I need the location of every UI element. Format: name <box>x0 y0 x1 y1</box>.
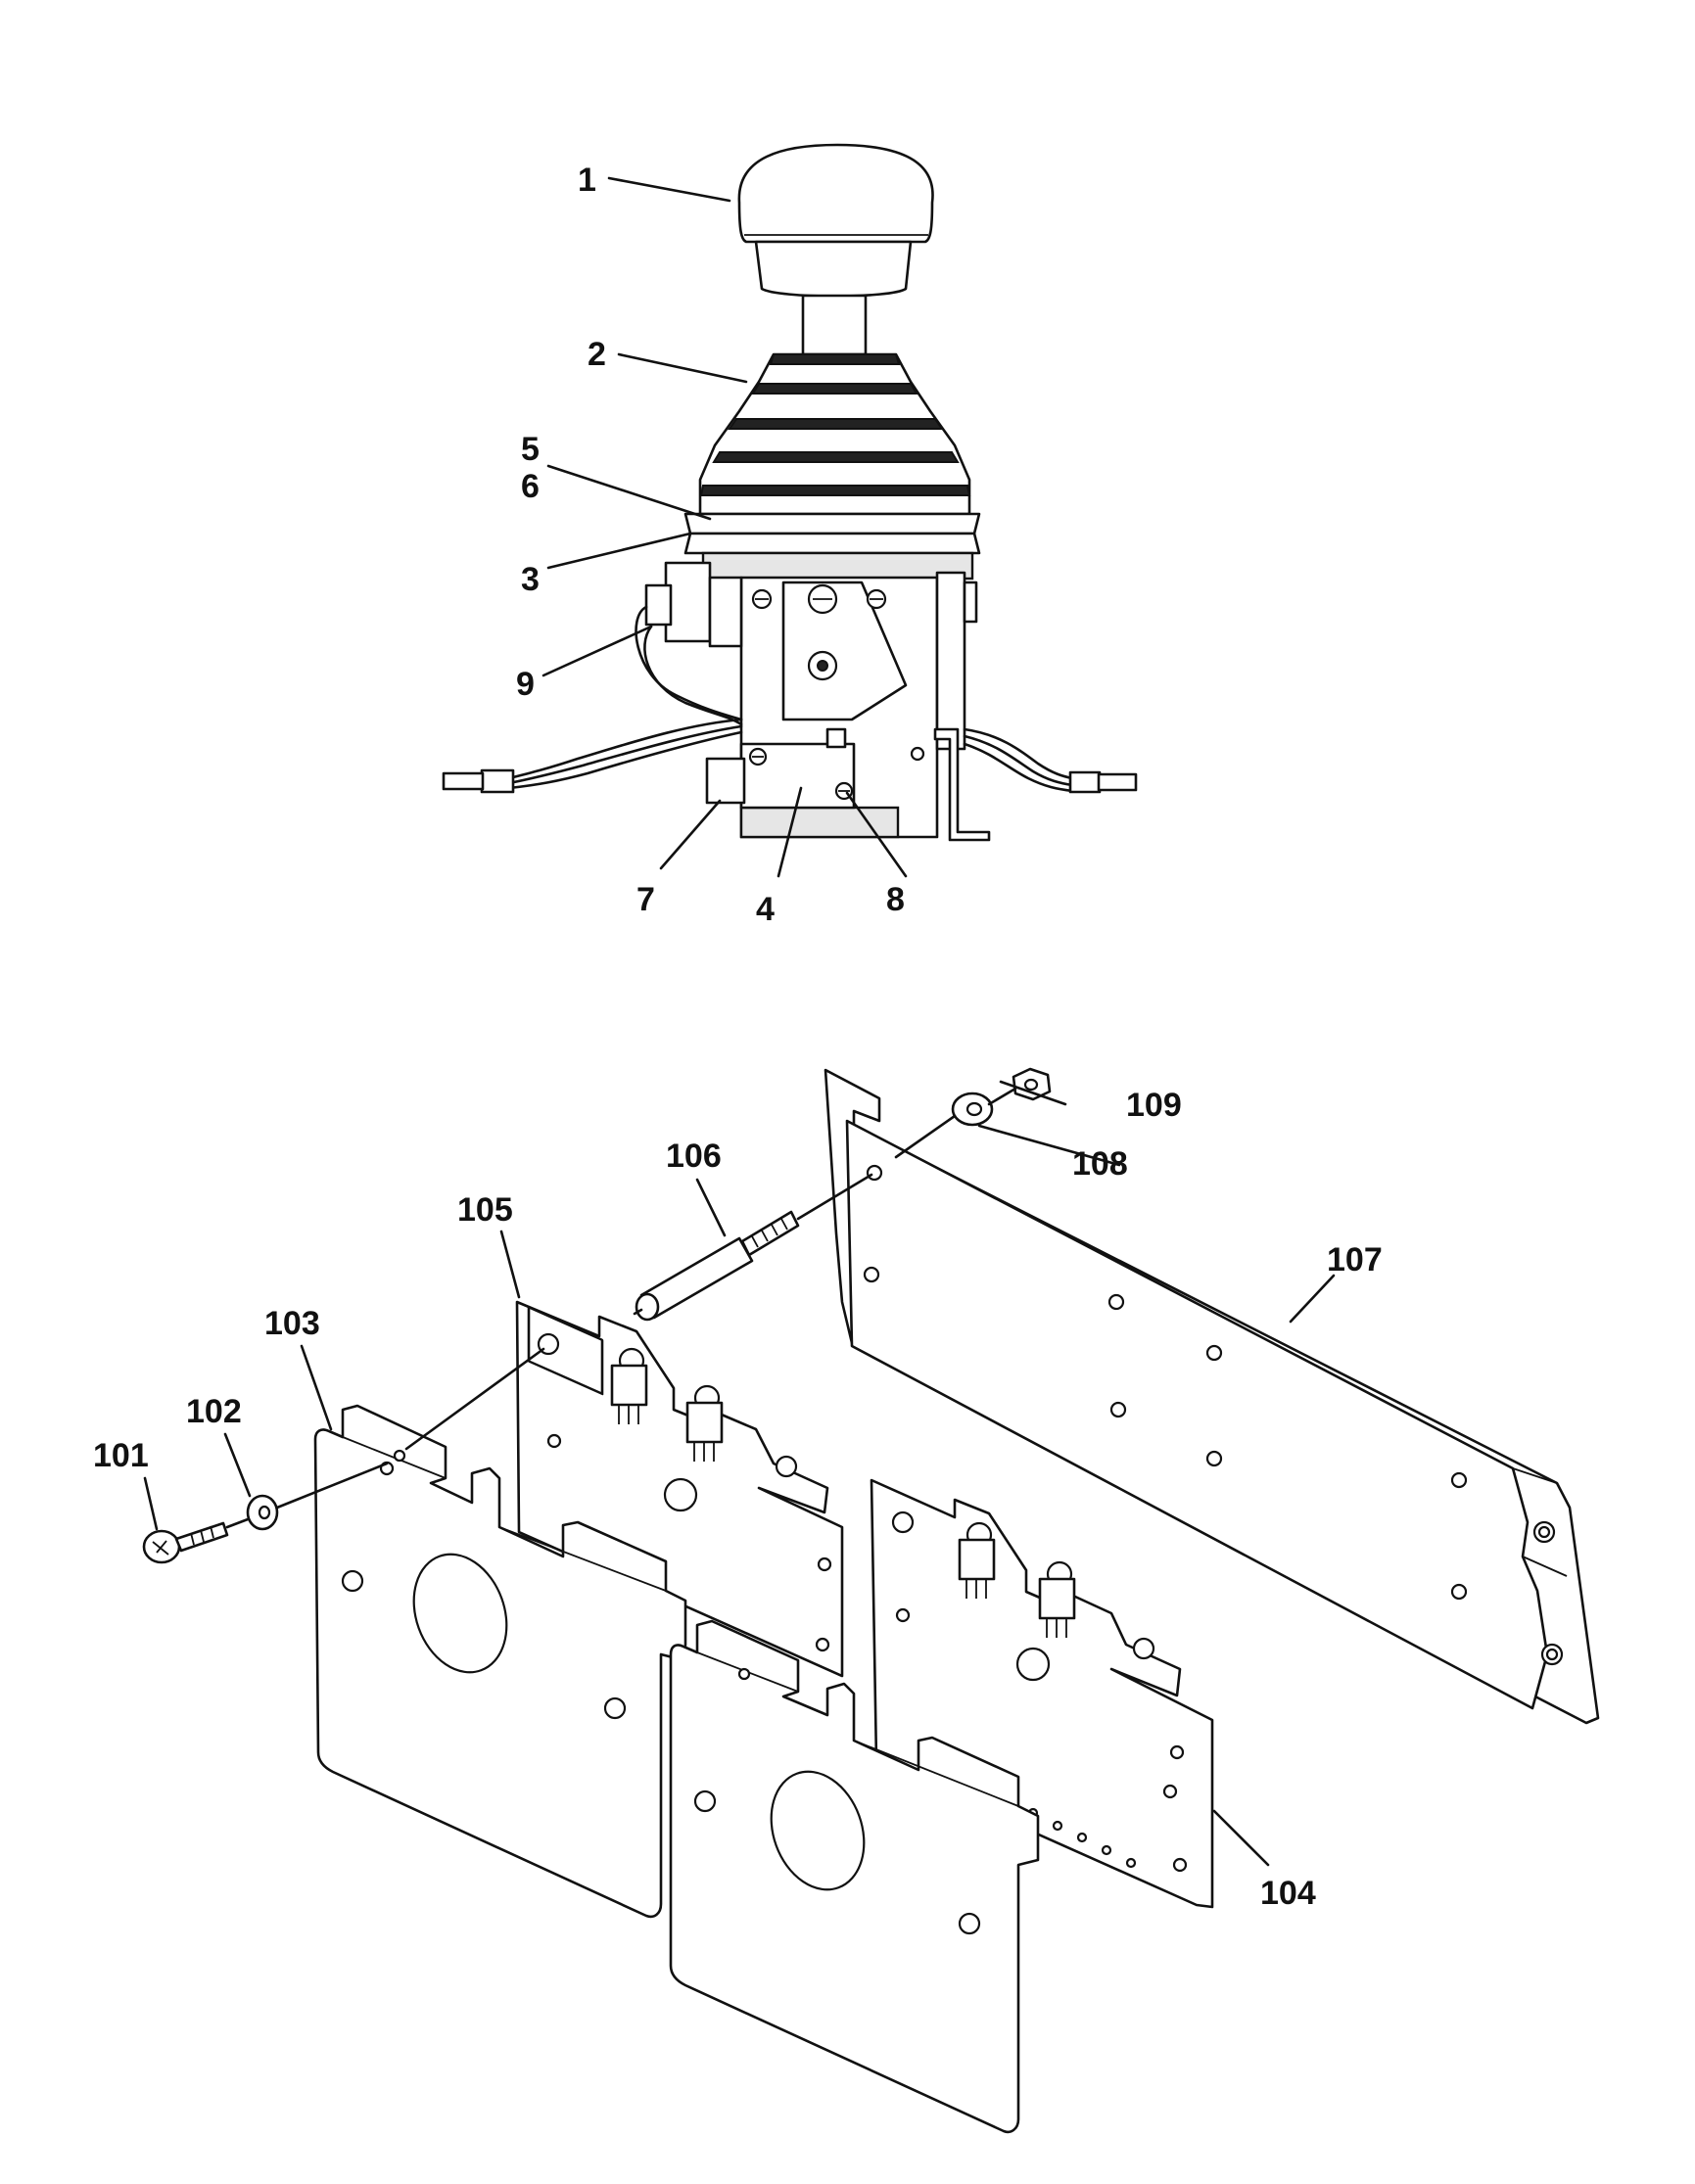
lower-assembly-lines <box>225 1173 873 1529</box>
mounting-bracket-right <box>669 1619 1040 2134</box>
label-106: 106 <box>666 1138 722 1175</box>
label-8: 8 <box>886 881 905 918</box>
label-108: 108 <box>1072 1145 1128 1183</box>
label-103: 103 <box>264 1305 320 1342</box>
label-101: 101 <box>93 1437 149 1474</box>
transistor-105a <box>610 1347 648 1424</box>
left-side-unit <box>635 561 743 726</box>
washer-102 <box>246 1494 279 1531</box>
circuit-plate-104 <box>870 1478 1214 1909</box>
joystick-shaft <box>801 294 868 356</box>
label-3: 3 <box>521 561 540 598</box>
joystick-knob <box>737 143 934 298</box>
lower-labels: 101 102 103 105 106 109 108 107 104 <box>93 1087 1383 1912</box>
washer-108 <box>951 1092 994 1127</box>
transistor-104a <box>958 1521 996 1599</box>
label-1: 1 <box>578 162 596 199</box>
label-7: 7 <box>636 881 655 918</box>
left-wire-harness <box>442 718 743 794</box>
mounting-flange <box>683 512 981 581</box>
controller-body <box>739 576 939 839</box>
label-107: 107 <box>1327 1241 1383 1278</box>
rubber-boot <box>698 352 971 516</box>
right-side-bracket <box>933 571 991 842</box>
label-105: 105 <box>457 1191 513 1229</box>
transistor-105b <box>685 1384 724 1462</box>
upper-labels: 1 2 5 6 3 9 7 4 8 <box>516 162 905 928</box>
circuit-plate-105 <box>515 1300 844 1678</box>
transistor-104b <box>1038 1560 1076 1638</box>
lower-leader-lines <box>143 1080 1336 1867</box>
label-4: 4 <box>756 891 775 928</box>
nut-109 <box>1012 1067 1052 1101</box>
label-104: 104 <box>1260 1875 1316 1912</box>
upper-leader-lines <box>541 176 908 878</box>
label-6: 6 <box>521 468 540 505</box>
mounting-bracket-103 <box>313 1404 687 1919</box>
label-102: 102 <box>186 1393 242 1430</box>
joystick-assembly <box>442 143 1138 842</box>
screw-101 <box>142 1521 229 1564</box>
label-5: 5 <box>521 431 540 468</box>
microswitch <box>705 727 856 810</box>
label-9: 9 <box>516 666 535 703</box>
label-109: 109 <box>1126 1087 1182 1124</box>
label-2: 2 <box>588 336 606 373</box>
assembly-line-107-top <box>894 1114 957 1159</box>
back-plate-107 <box>824 1068 1600 1725</box>
standoff-106 <box>635 1210 800 1322</box>
right-wire-harness <box>963 727 1138 794</box>
assembly-line-108-109 <box>987 1087 1017 1106</box>
